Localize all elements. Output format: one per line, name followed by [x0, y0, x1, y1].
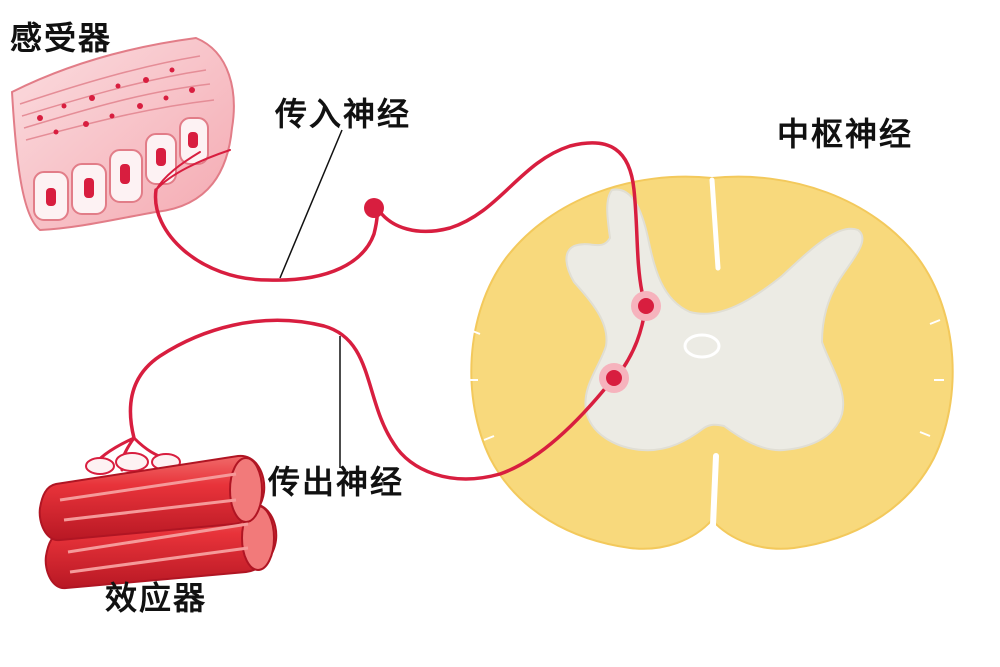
effector-muscle	[38, 436, 278, 590]
sensory-ganglion	[364, 198, 384, 218]
central-nerve-label: 中枢神经	[777, 115, 914, 153]
receptor-tissue	[10, 36, 235, 232]
afferent-leader-line	[279, 129, 343, 279]
effector-label: 效应器	[105, 579, 208, 617]
receptor-label: 感受器	[10, 19, 113, 57]
central-canal	[683, 333, 721, 359]
efferent-nerve-fiber	[128, 318, 614, 481]
afferent-nerve-fiber	[153, 141, 644, 294]
motor-neuron-cell-body	[606, 370, 622, 386]
interneuron-cell-body	[638, 298, 654, 314]
afferent-nerve-label: 传入神经	[275, 95, 412, 133]
efferent-nerve-label: 传出神经	[268, 463, 405, 501]
gray-matter	[565, 188, 864, 452]
spinal-cord	[468, 175, 954, 551]
